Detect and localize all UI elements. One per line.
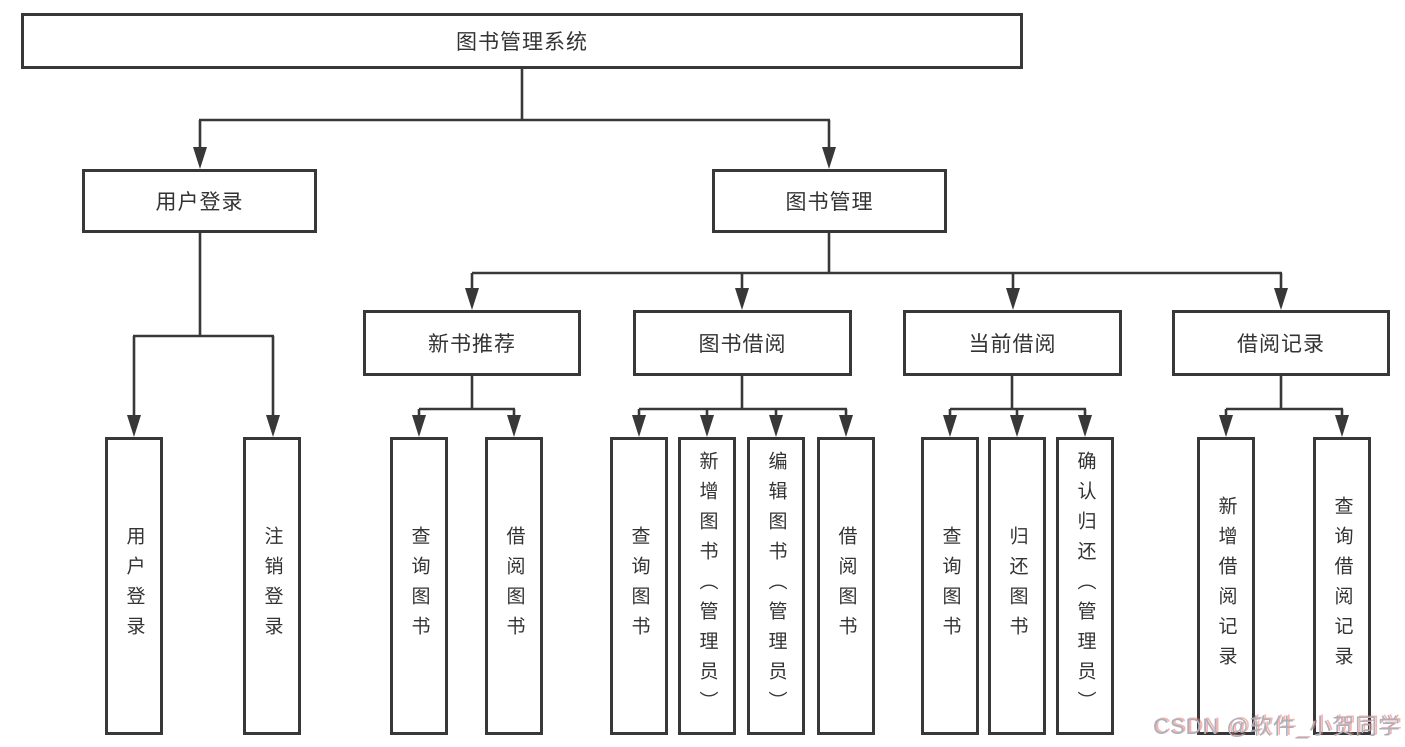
node-label: 图书管理系统: [456, 31, 588, 54]
leaf-rec-borrow-books: 借阅图书: [485, 437, 543, 735]
leaf-bb-edit-books-admin: 编辑图书（管理员）: [747, 437, 805, 735]
node-book-borrow: 图书借阅: [633, 310, 852, 376]
leaf-cb-confirm-return-admin: 确认归还（管理员）: [1056, 437, 1114, 735]
leaf-br-add-record: 新增借阅记录: [1197, 437, 1255, 735]
leaf-cb-query-books: 查询图书: [921, 437, 979, 735]
node-new-book-recommend: 新书推荐: [363, 310, 581, 376]
node-user-login: 用户登录: [82, 169, 317, 233]
node-current-borrow: 当前借阅: [903, 310, 1122, 376]
node-label: 图书管理: [785, 191, 874, 214]
leaf-bb-query-books: 查询图书: [610, 437, 668, 735]
leaf-logout: 注销登录: [243, 437, 301, 735]
csdn-watermark: CSDN @软件_小贺同学: [1152, 714, 1401, 739]
node-book-management: 图书管理: [712, 169, 947, 233]
leaf-rec-query-books: 查询图书: [390, 437, 448, 735]
node-label: 新书推荐: [428, 333, 516, 356]
leaf-bb-borrow-books: 借阅图书: [817, 437, 875, 735]
node-label: 用户登录: [155, 191, 244, 214]
node-library-management-system: 图书管理系统: [21, 13, 1023, 69]
node-label: 图书借阅: [698, 333, 787, 356]
node-label: 当前借阅: [968, 333, 1057, 356]
node-borrow-records: 借阅记录: [1172, 310, 1390, 376]
leaf-cb-return-books: 归还图书: [988, 437, 1046, 735]
leaf-br-query-record: 查询借阅记录: [1313, 437, 1371, 735]
node-label: 借阅记录: [1237, 333, 1325, 356]
leaf-user-login: 用户登录: [105, 437, 163, 735]
leaf-bb-add-books-admin: 新增图书（管理员）: [678, 437, 736, 735]
